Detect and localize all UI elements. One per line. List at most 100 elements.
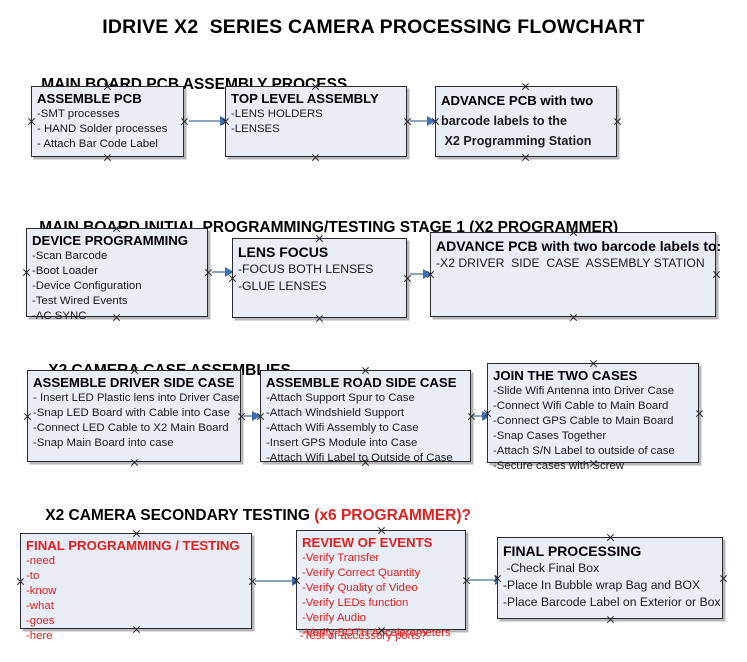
box-line: -Snap LED Board with Cable into Case	[33, 407, 230, 419]
arrow-head-icon	[482, 411, 491, 421]
box-assemble-driver-side-case[interactable]: ASSEMBLE DRIVER SIDE CASE - Insert LED P…	[27, 370, 241, 462]
box-join-two-cases-content: JOIN THE TWO CASES -Slide Wifi Antenna i…	[488, 364, 698, 474]
box-advance-pcb-station[interactable]: ADVANCE PCB with two barcode labels to t…	[435, 86, 617, 157]
arrow-head-icon	[252, 411, 261, 421]
arrow-connector	[410, 116, 436, 126]
box-line: -Check Final Box	[503, 561, 600, 575]
box-title: FINAL PROGRAMMING / TESTING	[26, 538, 240, 553]
box-advance-pcb-driver-side-content: ADVANCE PCB with two barcode labels to: …	[431, 233, 722, 272]
box-top-level-assembly[interactable]: TOP LEVEL ASSEMBLY -LENS HOLDERS -LENSES	[225, 86, 407, 157]
box-assemble-road-side-case[interactable]: ASSEMBLE ROAD SIDE CASE -Attach Support …	[260, 370, 471, 464]
box-line: -Slide Wifi Antenna into Driver Case	[493, 385, 675, 397]
box-device-programming[interactable]: DEVICE PROGRAMMING -Scan Barcode -Boot L…	[26, 228, 208, 322]
box-line: -Verify BOTH Accelerometers	[302, 627, 451, 639]
box-line: -need	[26, 555, 56, 567]
box-line: -Verify Correct Quantity	[302, 567, 421, 579]
box-line: barcode labels to the	[441, 114, 567, 128]
box-title: ADVANCE PCB with two	[441, 93, 594, 108]
box-line: -Connect LED Cable to X2 Main Board	[33, 422, 229, 434]
box-title: TOP LEVEL ASSEMBLY	[231, 91, 379, 106]
box-line: -Attach Support Spur to Case	[266, 392, 415, 404]
box-title: LENS FOCUS	[238, 244, 329, 260]
box-line: -Secure cases with Screw	[493, 460, 625, 472]
box-advance-pcb-station-content: ADVANCE PCB with two barcode labels to t…	[436, 87, 616, 151]
box-line: -Test Wired Events	[32, 295, 128, 307]
box-overflow-line: -Test of accessory ports?	[300, 630, 427, 642]
box-line: -Insert GPS Module into Case	[266, 437, 418, 449]
arrow-connector	[410, 269, 432, 279]
arrow-connector	[212, 267, 234, 277]
box-title: DEVICE PROGRAMMING	[32, 233, 189, 248]
box-review-of-events[interactable]: REVIEW OF EVENTS -Verify Transfer -Verif…	[296, 530, 466, 639]
page-title: IDRIVE X2 SERIES CAMERA PROCESSING FLOWC…	[102, 16, 645, 38]
box-line: -FOCUS BOTH LENSES	[238, 262, 374, 276]
box-line: -here	[26, 630, 53, 642]
arrow-connector	[473, 411, 491, 421]
box-line: -AC SYNC	[32, 310, 87, 322]
arrow-shaft	[255, 580, 293, 582]
box-lens-focus[interactable]: LENS FOCUS -FOCUS BOTH LENSES -GLUE LENS…	[232, 238, 407, 318]
arrow-head-icon	[220, 116, 229, 126]
box-line: -Attach Wifi Assembly to Case	[266, 422, 419, 434]
box-line: -Attach Windshield Support	[266, 407, 405, 419]
box-line: -Verify Quality of Video	[302, 582, 418, 594]
arrow-shaft	[410, 273, 424, 275]
box-line: -LENSES	[231, 123, 280, 135]
box-line: -what	[26, 600, 54, 612]
box-title: ADVANCE PCB with two barcode labels to:	[436, 238, 722, 254]
section-heading-4: X2 CAMERA SECONDARY TESTING (x6 PROGRAMM…	[28, 489, 471, 543]
box-final-programming-testing[interactable]: FINAL PROGRAMMING / TESTING -need -to -k…	[20, 533, 252, 642]
box-line: - HAND Solder processes	[37, 123, 168, 135]
box-title: JOIN THE TWO CASES	[493, 368, 638, 383]
box-line: - Attach Bar Code Label	[37, 138, 158, 150]
box-line: -goes	[26, 615, 55, 627]
box-device-programming-content: DEVICE PROGRAMMING -Scan Barcode -Boot L…	[27, 229, 207, 324]
box-review-of-events-content: REVIEW OF EVENTS -Verify Transfer -Verif…	[297, 531, 465, 641]
box-line: -Place In Bubble wrap Bag and BOX	[503, 578, 701, 592]
box-final-processing-content: FINAL PROCESSING -Check Final Box -Place…	[498, 538, 722, 611]
box-line: -X2 DRIVER SIDE CASE ASSEMBLY STATION	[436, 256, 705, 270]
box-title: ASSEMBLE PCB	[37, 91, 142, 106]
box-assemble-road-side-case-content: ASSEMBLE ROAD SIDE CASE -Attach Support …	[261, 371, 470, 466]
box-line: -LENS HOLDERS	[231, 108, 323, 120]
box-final-processing[interactable]: FINAL PROCESSING -Check Final Box -Place…	[497, 537, 723, 619]
box-line: -Attach Wifi Label to Outside of Case	[266, 452, 453, 464]
box-line: -Connect GPS Cable to Main Board	[493, 415, 674, 427]
arrow-connector	[255, 576, 301, 586]
arrow-shaft	[189, 120, 221, 122]
arrow-head-icon	[225, 267, 234, 277]
box-top-level-assembly-content: TOP LEVEL ASSEMBLY -LENS HOLDERS -LENSES	[226, 87, 406, 137]
arrow-head-icon	[427, 116, 436, 126]
box-line: -Snap Cases Together	[493, 430, 607, 442]
section-heading-4-text: X2 CAMERA SECONDARY TESTING	[45, 507, 315, 524]
box-line: -know	[26, 585, 57, 597]
section-heading-4-accent: (x6 PROGRAMMER)?	[314, 507, 471, 524]
box-line: -GLUE LENSES	[238, 279, 327, 293]
box-line: -to	[26, 570, 40, 582]
box-line: -SMT processes	[37, 108, 120, 120]
box-line: -Scan Barcode	[32, 250, 108, 262]
arrow-connector	[189, 116, 229, 126]
arrow-shaft	[243, 415, 253, 417]
box-line: -Place Barcode Label on Exterior or Box	[503, 595, 721, 609]
box-line: - Insert LED Plastic lens into Driver Ca…	[33, 392, 240, 404]
box-line: -Verify Audio	[302, 612, 366, 624]
box-line: -Verify Transfer	[302, 552, 380, 564]
arrow-shaft	[473, 415, 483, 417]
box-line: X2 Programming Station	[441, 134, 592, 148]
box-title: FINAL PROCESSING	[503, 543, 642, 559]
box-assemble-pcb[interactable]: ASSEMBLE PCB -SMT processes - HAND Solde…	[31, 86, 184, 157]
box-line: -Verify LEDs function	[302, 597, 409, 609]
box-line: -Device Configuration	[32, 280, 142, 292]
box-join-two-cases[interactable]: JOIN THE TWO CASES -Slide Wifi Antenna i…	[487, 363, 699, 472]
arrow-shaft	[410, 120, 428, 122]
box-line: -Boot Loader	[32, 265, 98, 277]
arrow-shaft	[212, 271, 226, 273]
box-line: -Connect Wifi Cable to Main Board	[493, 400, 669, 412]
box-line: -Attach S/N Label to outside of case	[493, 445, 675, 457]
box-advance-pcb-driver-side[interactable]: ADVANCE PCB with two barcode labels to: …	[430, 232, 722, 317]
box-assemble-pcb-content: ASSEMBLE PCB -SMT processes - HAND Solde…	[32, 87, 183, 152]
box-lens-focus-content: LENS FOCUS -FOCUS BOTH LENSES -GLUE LENS…	[233, 239, 406, 295]
box-title: ASSEMBLE ROAD SIDE CASE	[266, 375, 457, 390]
